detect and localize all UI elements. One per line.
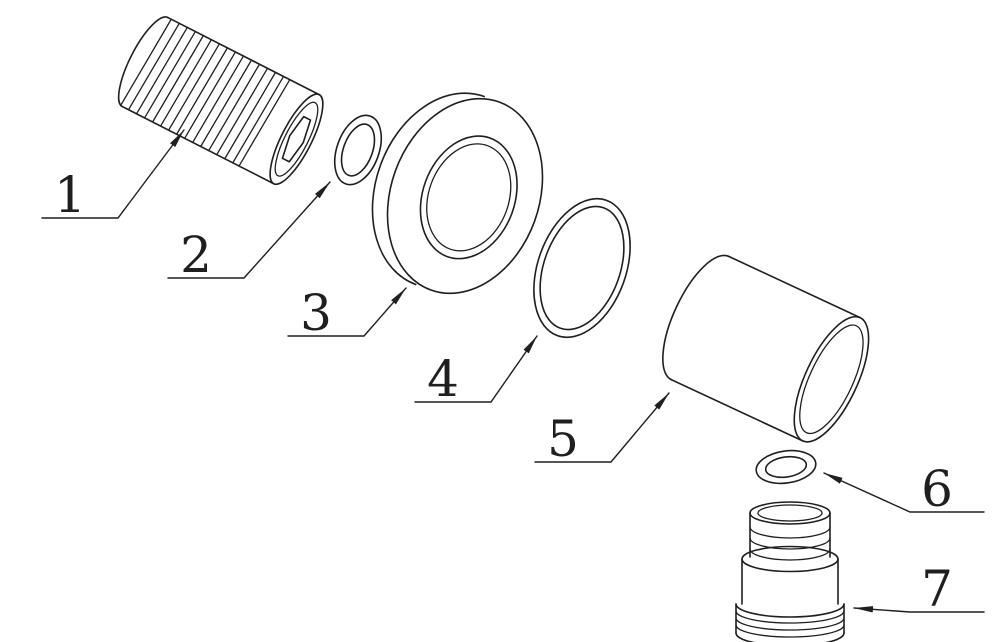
callout-3-label: 3 [300, 284, 332, 342]
part-2-small-ring [333, 114, 383, 186]
callout-4-label: 4 [427, 350, 459, 408]
sleeve-body-outline [670, 255, 861, 442]
callout-5: 5 [534, 392, 670, 468]
callout-7-leader [853, 606, 985, 613]
connector-neck-threads [749, 526, 831, 561]
connector-base-bottom [735, 632, 845, 642]
flange-bore-inner [426, 143, 512, 252]
flange-outer [386, 97, 544, 295]
callout-4: 4 [414, 335, 538, 408]
connector-shoulder [741, 545, 839, 573]
part-7-threaded-connector [735, 501, 845, 642]
connector-base-ridges [735, 610, 845, 638]
washer-outer [755, 449, 817, 485]
washer-inner [764, 455, 808, 479]
callout-2-label: 2 [180, 226, 212, 284]
screw-body-outline [121, 16, 320, 185]
callout-6-leader [823, 472, 985, 513]
callout-6-label: 6 [921, 460, 953, 518]
part-4-o-ring [533, 197, 631, 339]
screw-end-face [269, 93, 324, 186]
connector-base-sides [735, 603, 845, 634]
flange-bore-outer [419, 135, 518, 260]
callout-2: 2 [167, 181, 331, 284]
screw-far-end-arc [117, 16, 169, 108]
callout-1-label: 1 [54, 166, 86, 224]
o-ring-outer [533, 197, 631, 339]
parts-group [117, 16, 870, 642]
callout-1-leader [41, 129, 185, 219]
hex-socket [281, 115, 312, 163]
connector-base-top [735, 603, 845, 618]
callout-5-label: 5 [547, 410, 579, 468]
callout-4-leader [414, 335, 538, 403]
sleeve-near-face-rim [799, 324, 864, 435]
part-3-flange-ring [371, 92, 544, 295]
connector-neck-top-inner [757, 504, 823, 522]
callout-7-label: 7 [921, 560, 953, 618]
flange-back-rim-arc [371, 92, 485, 286]
callout-5-leader [534, 392, 670, 463]
screw-collar-line [238, 78, 291, 167]
sleeve-near-face [793, 315, 870, 443]
small-ring-inner [340, 123, 376, 177]
small-ring-outer [333, 114, 383, 186]
screw-end-chamfer [274, 101, 319, 177]
part-6-washer [755, 449, 817, 485]
part-5-cover-sleeve [662, 254, 870, 443]
screw-thread-lines [119, 18, 285, 164]
o-ring-inner [539, 205, 625, 331]
callout-2-leader [167, 181, 331, 279]
sleeve-far-end-arc [662, 254, 730, 381]
callouts-group: 1 2 3 4 5 6 [41, 129, 985, 618]
callout-1: 1 [41, 129, 185, 224]
callout-3-leader [287, 287, 407, 337]
part-1-threaded-set-screw [117, 16, 324, 186]
callout-7: 7 [853, 560, 985, 618]
callout-3: 3 [287, 284, 407, 342]
callout-6: 6 [823, 460, 985, 518]
connector-body-sides [741, 558, 839, 605]
